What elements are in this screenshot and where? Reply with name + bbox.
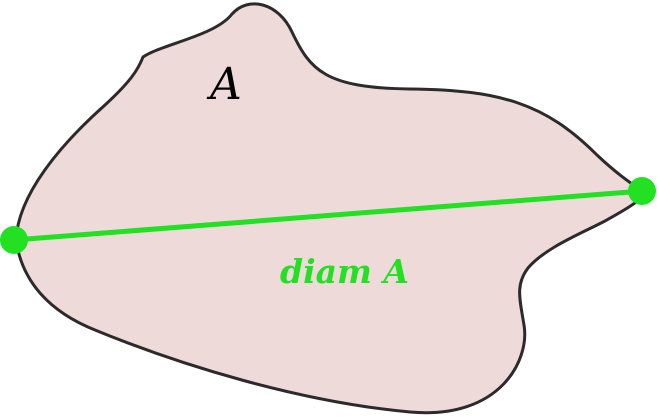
set-label: A <box>206 59 242 110</box>
diameter-label: diam A <box>280 252 409 291</box>
diameter-endpoint-right <box>628 177 656 205</box>
diameter-endpoint-left <box>0 226 28 254</box>
diameter-segment <box>11 188 645 243</box>
set-region <box>14 2 644 415</box>
